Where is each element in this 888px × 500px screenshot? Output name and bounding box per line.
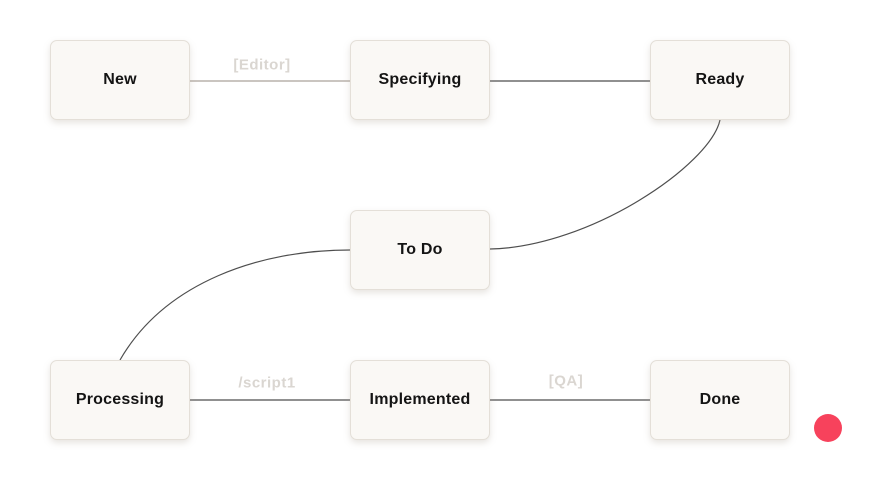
node-new[interactable]: New <box>50 40 190 120</box>
edge-label-script1: /script1 <box>238 374 296 392</box>
node-todo-label: To Do <box>397 241 443 258</box>
node-new-label: New <box>103 71 137 88</box>
edge-ready-todo <box>489 119 721 250</box>
node-done[interactable]: Done <box>650 360 790 440</box>
red-dot-indicator <box>814 414 842 442</box>
node-implemented-label: Implemented <box>369 391 471 408</box>
node-processing-label: Processing <box>75 391 165 408</box>
node-specifying-label: Specifying <box>378 71 462 88</box>
node-todo[interactable]: To Do <box>350 210 490 290</box>
edge-todo-processing <box>119 249 351 361</box>
node-ready-label: Ready <box>695 71 745 88</box>
edge-label-qa: [QA] <box>548 372 584 390</box>
node-processing[interactable]: Processing <box>50 360 190 440</box>
node-implemented[interactable]: Implemented <box>350 360 490 440</box>
edge-label-editor: [Editor] <box>233 56 291 74</box>
node-ready[interactable]: Ready <box>650 40 790 120</box>
node-done-label: Done <box>699 391 741 408</box>
node-specifying[interactable]: Specifying <box>350 40 490 120</box>
